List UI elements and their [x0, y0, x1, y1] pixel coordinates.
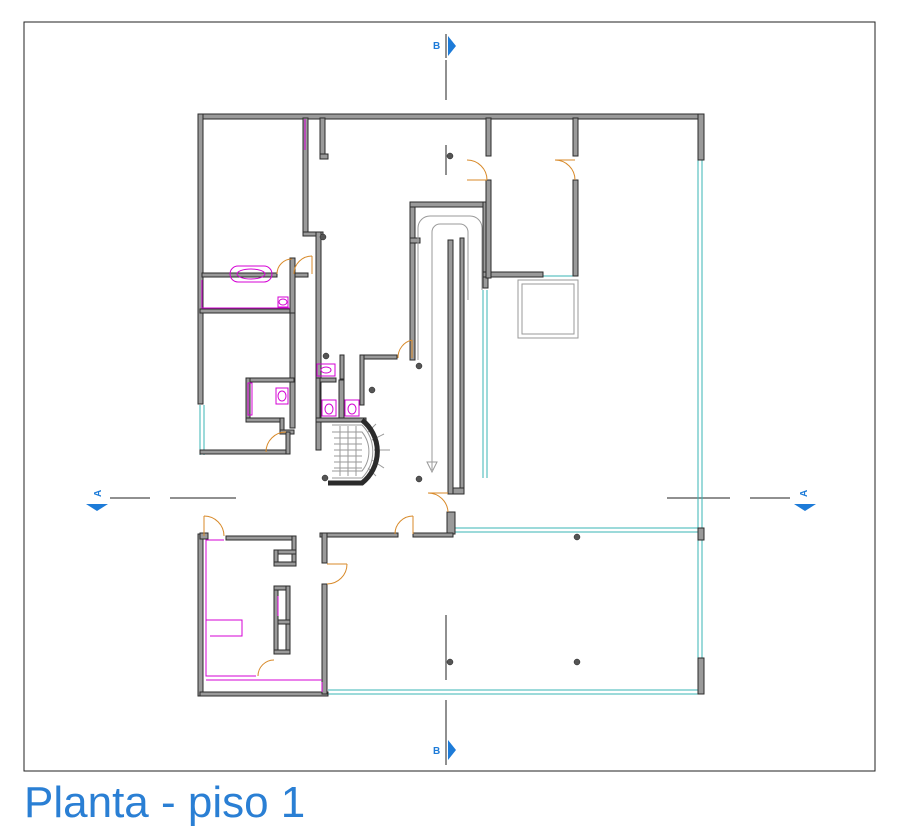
section-label-a-left: A — [93, 490, 104, 497]
drawing-frame — [23, 21, 876, 772]
section-marker-b-bottom: B — [433, 738, 456, 762]
balcony-void — [517, 279, 579, 339]
floor-plan-drawing: B B A A — [23, 21, 876, 772]
section-marker-b-top: B — [433, 34, 456, 58]
section-label-b-bottom: B — [433, 746, 440, 757]
door-swings — [203, 159, 576, 677]
drawing-title: Planta - piso 1 — [24, 778, 306, 827]
columns — [319, 152, 581, 666]
glazing — [199, 160, 703, 695]
spiral-stair-wall — [328, 418, 380, 486]
section-marker-a-left: A — [86, 490, 108, 511]
section-marker-a-right: A — [794, 490, 816, 511]
sanitary-fixtures — [201, 119, 360, 692]
section-label-b-top: B — [433, 41, 440, 52]
spiral-stair — [332, 423, 390, 479]
section-label-a-right: A — [799, 490, 810, 497]
ramp — [417, 215, 483, 474]
walls — [197, 113, 705, 697]
